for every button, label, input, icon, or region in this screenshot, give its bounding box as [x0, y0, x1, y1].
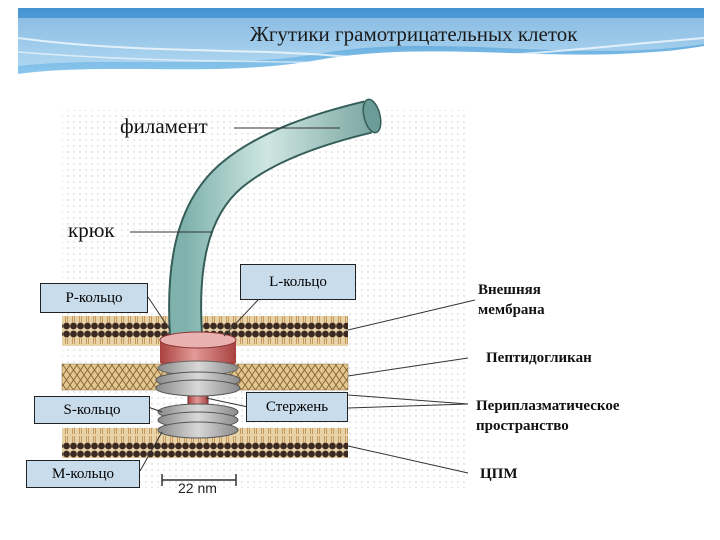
- label-cpm: ЦПМ: [480, 466, 518, 482]
- scale-bar: [161, 474, 237, 486]
- label-outer-membrane: Внешняя мембрана: [478, 280, 545, 320]
- label-periplasm-line1: Периплазматическое: [476, 398, 620, 414]
- label-outer-membrane-line1: Внешняя: [478, 282, 541, 298]
- filament-end: [362, 98, 382, 134]
- leader-lines: [130, 127, 476, 474]
- label-periplasm: Периплазматическое пространство: [476, 396, 619, 436]
- filament: [170, 102, 372, 336]
- m-ring: [157, 421, 239, 439]
- label-m-ring: М-кольцо: [26, 460, 140, 488]
- scale-label: 22 nm: [178, 480, 217, 496]
- p-ring-disk-2: [155, 379, 241, 397]
- label-rod: Стержень: [246, 392, 348, 422]
- label-filament: филамент: [120, 114, 208, 138]
- label-l-ring: L-кольцо: [240, 264, 356, 300]
- label-periplasm-line2: пространство: [476, 418, 569, 434]
- header-wave-decoration: [17, 8, 705, 74]
- label-outer-membrane-line2: мембрана: [478, 302, 545, 318]
- label-p-ring: Р-кольцо: [40, 283, 148, 313]
- label-peptidoglycan: Пептидогликан: [486, 350, 592, 366]
- header-banner: [17, 8, 705, 80]
- label-s-ring: S-кольцо: [34, 396, 150, 424]
- page-title: Жгутики грамотрицательных клеток: [250, 22, 578, 46]
- label-hook: крюк: [68, 218, 115, 242]
- l-ring-top: [159, 331, 237, 349]
